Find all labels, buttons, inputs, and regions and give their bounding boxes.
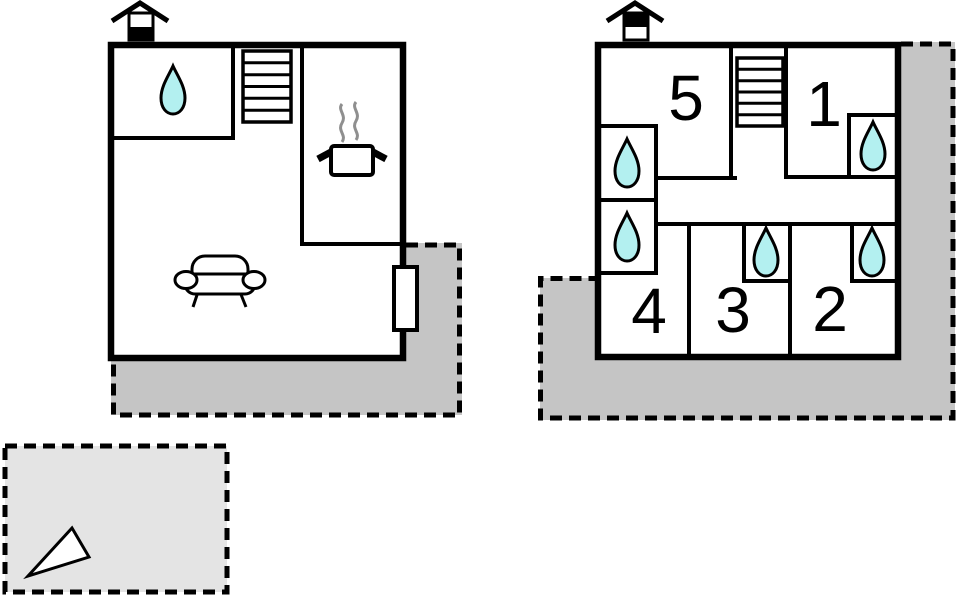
door-icon (392, 265, 419, 332)
terrace-ground-bottom-band (111, 359, 462, 415)
cooking-pot-icon (316, 101, 388, 177)
terrace-ground-floor (111, 242, 462, 418)
room-number-2: 2 (812, 273, 848, 345)
terrace-upper-left-strip (540, 278, 601, 420)
room-number-3: 3 (715, 274, 751, 346)
north-arrow-icon (23, 525, 92, 580)
steam-icon (353, 101, 359, 141)
room-number-5: 5 (668, 62, 704, 134)
chimney-icon (110, 0, 170, 42)
terrace-upper-dashed-border (538, 41, 956, 421)
room-number-1: 1 (806, 68, 842, 140)
pot-body (329, 144, 375, 177)
room-number-4: 4 (631, 275, 667, 347)
stairs-icon (735, 56, 785, 128)
chimney-icon (605, 0, 665, 42)
pot-handle-left (316, 148, 333, 163)
terrace-upper-floor (538, 41, 956, 421)
stairs-icon (241, 49, 293, 124)
building-upper-floor: 5 1 4 3 2 (594, 41, 902, 361)
terrace-upper-bottom-band (540, 357, 955, 420)
sofa-armrest (241, 270, 267, 290)
legend-box (2, 443, 230, 595)
building-ground-floor (107, 41, 419, 362)
sofa-icon (173, 254, 267, 308)
pot-handle-right (371, 148, 388, 163)
interior-walls-upper (601, 48, 897, 356)
steam-icon (339, 103, 345, 143)
sofa-armrest (173, 270, 199, 290)
interior-walls-ground (111, 48, 403, 246)
